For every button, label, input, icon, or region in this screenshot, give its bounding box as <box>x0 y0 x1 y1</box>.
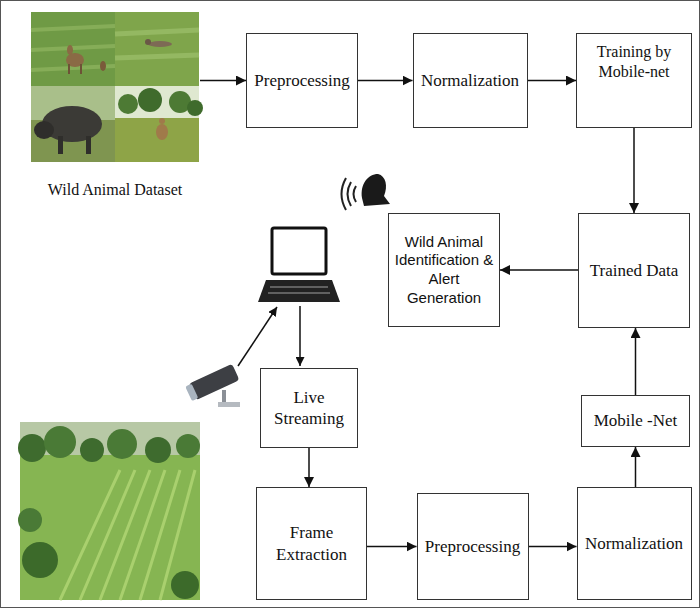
flow-arrow <box>635 328 637 395</box>
flow-arrow <box>635 447 637 487</box>
image-caption: Wild Animal Dataset <box>48 180 182 200</box>
box-label: Training by Mobile-net <box>582 42 686 82</box>
dataset-collage <box>31 12 203 162</box>
process-box: Frame Extraction <box>256 487 367 600</box>
flow-arrow <box>500 269 578 271</box>
box-label: Trained Data <box>590 260 679 281</box>
flow-arrow <box>308 448 310 487</box>
data-box: Trained Data <box>578 213 690 328</box>
farm-landscape-photo <box>18 422 200 600</box>
model-box: Mobile -Net <box>581 395 690 447</box>
flow-arrow <box>633 128 635 213</box>
flow-arrow <box>528 80 577 82</box>
box-label: Preprocessing <box>254 70 349 91</box>
box-label: Normalization <box>585 533 683 554</box>
flow-arrow <box>200 80 246 82</box>
box-label: Live Streaming <box>266 387 352 430</box>
process-box: Training by Mobile-net <box>576 33 692 128</box>
box-label: Frame Extraction <box>262 522 361 565</box>
laptop-feed-line <box>299 306 301 366</box>
flow-arrow <box>367 546 417 548</box>
camera-icon <box>185 364 240 407</box>
dataset-image: Wild Animal Dataset <box>30 12 200 202</box>
box-label: Mobile -Net <box>594 410 678 431</box>
process-box: Preprocessing <box>417 493 529 600</box>
laptop-icon <box>258 228 340 302</box>
flow-arrow <box>358 80 413 82</box>
process-box: Live Streaming <box>260 368 358 448</box>
alert-box: Wild Animal Identification & Alert Gener… <box>388 213 500 327</box>
process-box: Normalization <box>413 33 528 128</box>
box-label: Normalization <box>421 70 519 91</box>
process-box: Preprocessing <box>246 33 358 128</box>
process-box: Normalization <box>577 487 692 600</box>
box-label: Wild Animal Identification & Alert Gener… <box>394 233 494 308</box>
box-label: Preprocessing <box>425 536 520 557</box>
camera-feed-line <box>238 307 277 366</box>
flow-arrow <box>529 546 577 548</box>
alarm-icon <box>342 174 391 210</box>
